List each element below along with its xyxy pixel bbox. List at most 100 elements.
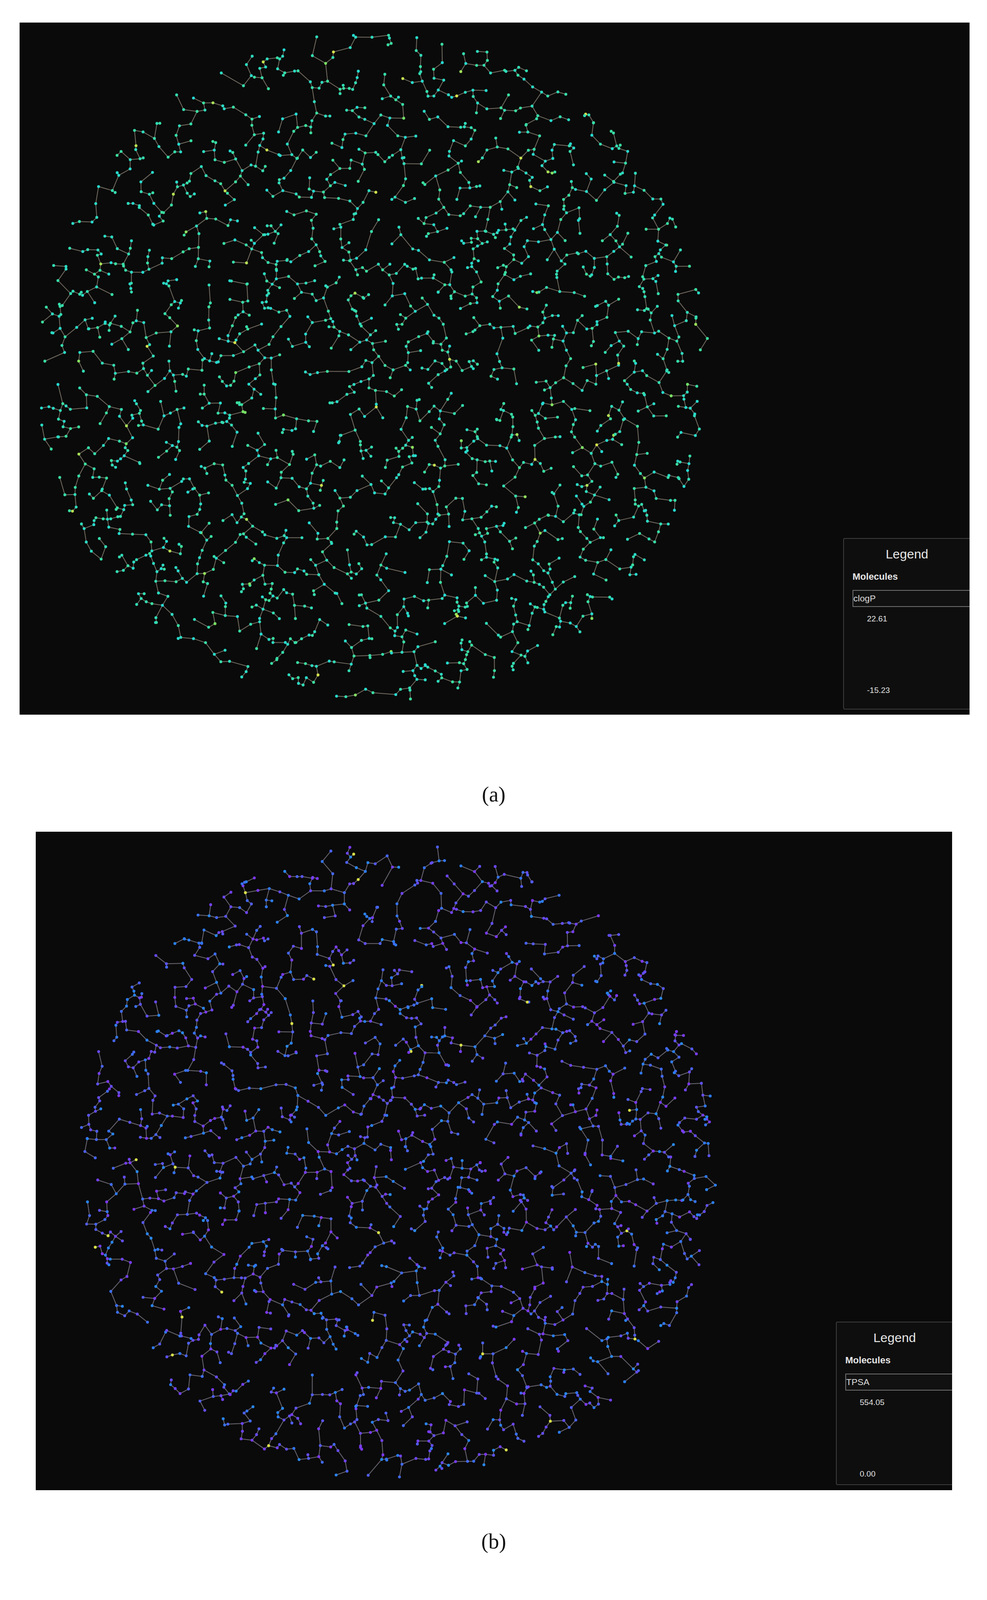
tree-edge [277,565,286,573]
tree-edge [625,151,628,164]
tree-edge [556,277,560,292]
tree-edge [385,536,396,537]
tree-edge [438,80,444,90]
tree-edge [659,371,667,383]
tree-edge [366,264,379,272]
tree-edge [530,186,540,191]
tree-edge [252,526,263,533]
tree-edge [503,477,515,487]
tree-edge [496,589,498,601]
tree-edge [674,325,679,338]
tree-edge [509,171,512,185]
tree-edge [400,429,409,441]
tree-edge [204,463,215,469]
tree-edge [403,596,415,599]
tree-edge [582,447,592,454]
tree-edge [251,125,255,135]
tree-edge [86,394,98,397]
tree-edge [424,175,436,185]
tree-edge [500,326,514,328]
tree-edge [470,205,481,208]
tree-edge [111,237,118,249]
tree-edge [59,316,61,329]
tree-edge [533,154,546,162]
tree-edge [441,678,453,682]
tree-edge [402,104,404,118]
tree-edge [602,234,610,241]
tree-edge [423,223,434,225]
tree-edge [326,560,335,568]
tree-edge [437,446,446,460]
tree-edge [544,205,549,215]
tree-edge [100,262,112,264]
tree-edge [544,437,556,439]
tree-edge [642,265,646,277]
tree-edge [340,497,351,498]
tree-edge [354,655,370,656]
tree-edge [428,374,438,384]
tree-edge [323,297,329,312]
tree-edge [414,651,418,666]
tree-edge [420,55,421,67]
tree-edge [267,481,277,488]
tree-edge [594,494,610,500]
tree-edge [121,338,129,350]
tree-edge [619,419,624,432]
tree-edge [131,271,144,272]
tree-edge [427,333,434,342]
tree-edge [440,582,445,596]
tree-edge [634,488,636,501]
tree-edge [281,464,290,473]
tree-edge [393,365,406,370]
tree-edge [213,557,217,570]
tree-edge [349,260,357,270]
tree-edge [557,263,565,271]
tree-edge [180,637,194,639]
tree-edge [229,411,244,415]
tree-edge [634,454,637,466]
tree-edge [446,498,456,507]
tree-edge [512,651,521,656]
tree-edge [405,198,415,203]
tree-edge [223,240,235,244]
tree-edge [108,438,120,441]
tree-edge [225,199,235,206]
tree-edge [538,403,543,414]
tree-edge [463,205,471,214]
tree-edge [259,621,261,635]
tree-edge [514,574,527,581]
tree-edge [358,169,365,182]
tree-edge [536,380,547,383]
tree-edge [655,281,659,294]
tree-edge [408,336,419,342]
tree-edge [275,384,277,398]
tree-edge [171,251,184,259]
tree-edge [448,514,450,527]
tree-edge [437,117,449,127]
tree-edge [132,534,146,535]
tree-edge [534,445,535,460]
tree-edge [208,306,209,321]
tree-edge [656,498,671,501]
tree-edge [296,114,298,128]
tree-edge [440,569,441,583]
tree-edge [489,460,493,471]
tree-edge [347,549,350,565]
tree-edge [313,584,325,591]
tree-edge [78,360,84,372]
tree-edge [658,228,659,241]
tree-edge [84,524,95,529]
tree-edge [93,490,102,499]
tree-edge [214,159,225,163]
tree-edge [334,182,346,186]
tree-edge [327,283,337,288]
tree-edge [363,190,370,203]
tree-edge [294,605,296,619]
tree-edge [463,550,470,560]
tree-edge [409,679,417,688]
tree-edge [619,246,632,258]
tree-edge [557,219,561,233]
tree-edge [225,181,236,191]
tree-edge [115,371,129,374]
tree-edge [345,133,356,135]
